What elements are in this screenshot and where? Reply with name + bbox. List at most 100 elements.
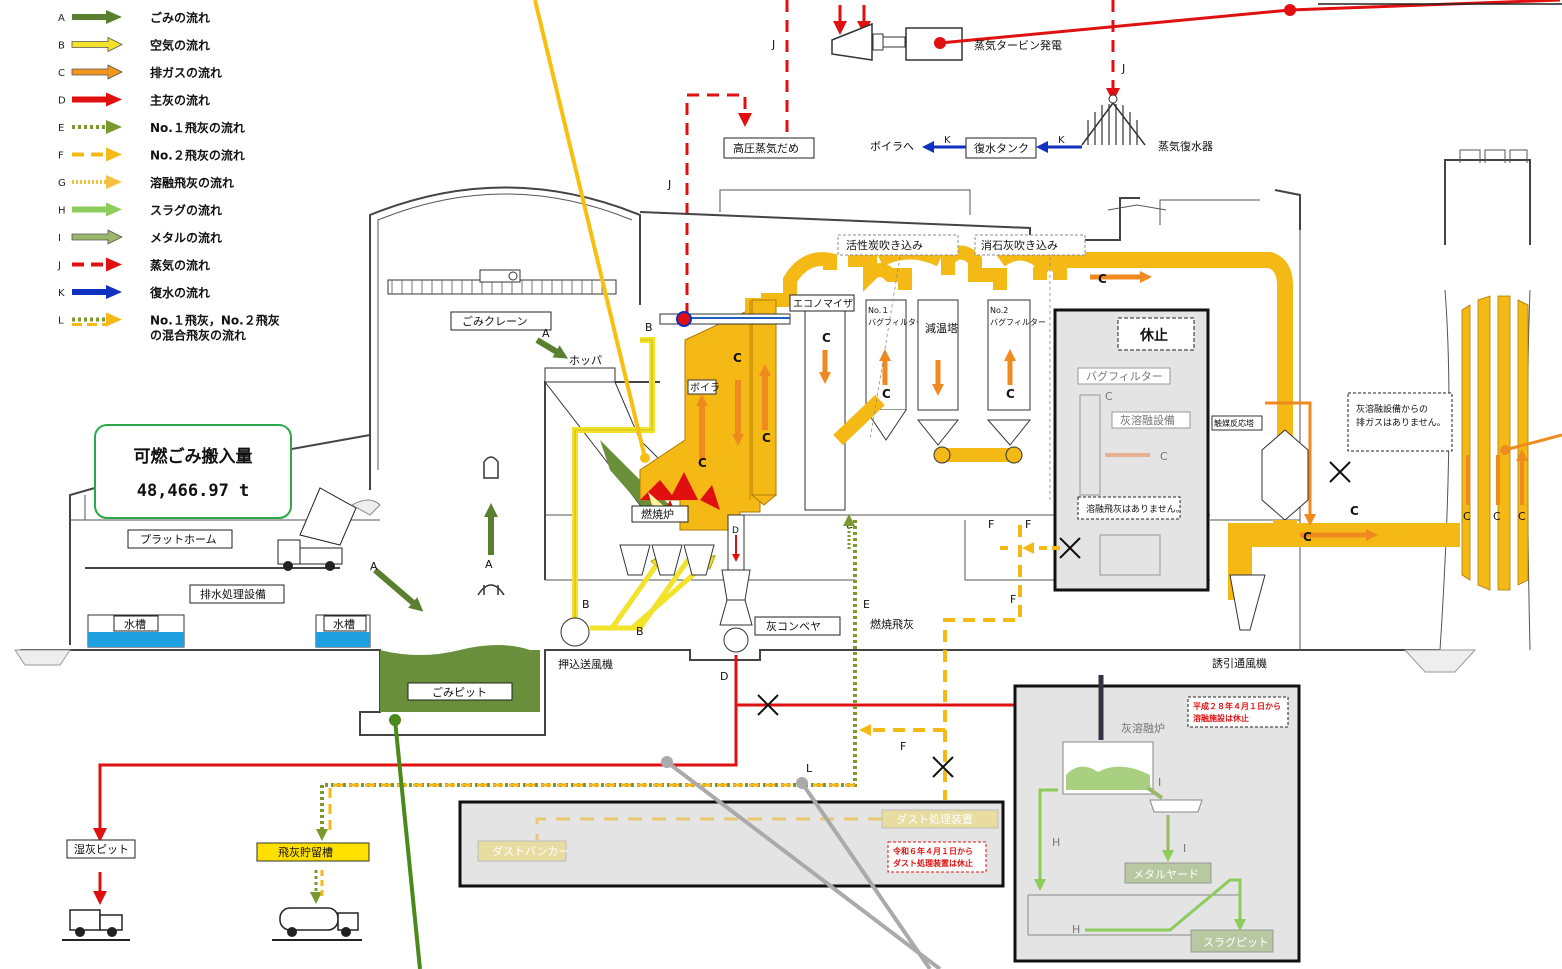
intake-callout: 可燃ごみ搬入量 48,466.97 t bbox=[94, 424, 292, 519]
dust-bunker-label: ダストバンカー bbox=[492, 844, 570, 858]
fly-tank-label: 飛灰貯留槽 bbox=[278, 845, 333, 859]
crane-area: ごみクレーン A A ごみピット bbox=[370, 269, 617, 712]
furnace-boiler: ホッパ A ボイラ 燃焼炉 C C C D bbox=[535, 252, 837, 653]
melting-furnace: 平成２８年４月１日から溶融施設は休止 灰溶融炉 H I I メタルヤード H ス… bbox=[1013, 675, 1301, 963]
flow-K-label-2: K bbox=[944, 135, 951, 146]
legend-item-e: E No.１飛灰の流れ bbox=[58, 120, 245, 135]
legend-key: J bbox=[57, 261, 61, 272]
legend-label: メタルの流れ bbox=[150, 230, 222, 245]
drain-label: 排水処理設備 bbox=[200, 587, 266, 601]
lime-label: 消石灰吹き込み bbox=[981, 238, 1058, 252]
burn-fly-label: 燃焼飛灰 bbox=[870, 617, 914, 631]
intake-value: 48,466.97 t bbox=[137, 481, 250, 501]
crane-label: ごみクレーン bbox=[462, 314, 527, 328]
flow-K-label: K bbox=[1058, 135, 1065, 146]
legend-item-j: J 蒸気の流れ bbox=[57, 257, 210, 273]
legend-label: 蒸気の流れ bbox=[150, 258, 210, 273]
flow-L-label: L bbox=[806, 762, 813, 775]
legend-key: K bbox=[58, 288, 65, 299]
metal-yard-label: メタルヤード bbox=[1133, 868, 1199, 881]
dump-truck-icon bbox=[277, 487, 381, 571]
flow-D-label-1: D bbox=[720, 670, 728, 683]
boiler-label: ボイラ bbox=[690, 382, 720, 394]
legend-swatch bbox=[72, 10, 122, 24]
wet-ash-label: 湿灰ピット bbox=[74, 842, 129, 856]
legend-key: B bbox=[58, 41, 65, 52]
legend-item-c: C 排ガスの流れ bbox=[58, 64, 222, 80]
flow-C-label-2: C bbox=[733, 351, 742, 365]
to-boiler-label: ボイラへ bbox=[870, 140, 914, 153]
suspended-label: 休止 bbox=[1139, 327, 1168, 344]
legend-label: No.２飛灰の流れ bbox=[150, 148, 245, 163]
legend-label: No.１飛灰の流れ bbox=[150, 120, 245, 135]
legend-label: スラグの流れ bbox=[150, 203, 222, 218]
melt-furnace-label: 灰溶融炉 bbox=[1121, 721, 1165, 735]
legend-label: 主灰の流れ bbox=[150, 93, 210, 108]
intake-title: 可燃ごみ搬入量 bbox=[134, 446, 253, 467]
legend-swatch bbox=[72, 257, 122, 272]
generator-icon bbox=[905, 27, 963, 61]
flow-C-label-melt-2: C bbox=[1160, 450, 1168, 463]
legend-key: L bbox=[58, 316, 64, 327]
flow-J-label-2: J bbox=[1121, 62, 1125, 75]
melt-equip-label: 灰溶融設備 bbox=[1120, 413, 1175, 427]
induced-fan-label: 誘引通風機 bbox=[1212, 656, 1267, 670]
economizer-label: エコノマイザ bbox=[793, 298, 853, 310]
legend-key: E bbox=[58, 123, 64, 134]
legend-label: 空気の流れ bbox=[150, 38, 210, 53]
chimney: C C C bbox=[1461, 295, 1562, 591]
flow-C-label-melt-1: C bbox=[1105, 390, 1113, 403]
no-gas-note: 灰溶融設備からの排ガスはありません。 bbox=[1356, 403, 1446, 429]
flow-B-label-2: B bbox=[582, 598, 590, 611]
bag1-label: No.１バグフィルター bbox=[868, 306, 924, 327]
flow-F-label-2: F bbox=[1025, 518, 1031, 531]
grab-bucket-open-icon bbox=[477, 584, 505, 596]
dust-processing: ダスト処理装置 ダストバンカー 令和６年４月１日からダスト処理装置は休止 bbox=[458, 800, 1005, 888]
flow-E-label-2: E bbox=[863, 598, 870, 611]
ash-flows: 灰コンベヤ D D L F bbox=[93, 514, 1082, 842]
flow-H-label-2: H bbox=[1072, 923, 1080, 936]
legend-swatch bbox=[72, 202, 122, 217]
suspended-equipment: 休止 バグフィルター 灰溶融設備 C C 溶融飛灰はありません。 bbox=[1053, 308, 1210, 592]
legend-key: C bbox=[58, 68, 65, 79]
induced-draft: C C 灰溶融設備からの排ガスはありません。 誘引通風機 bbox=[1212, 392, 1460, 670]
dust-proc-label: ダスト処理装置 bbox=[896, 812, 973, 826]
pointer-lines bbox=[389, 0, 942, 969]
flow-F-label-3: F bbox=[1010, 593, 1016, 606]
legend-swatch bbox=[72, 92, 122, 107]
legend-label: 溶融飛灰の流れ bbox=[150, 175, 234, 190]
flow-F-label-4: F bbox=[900, 740, 906, 753]
flow-C-label-chim-3: C bbox=[1518, 510, 1526, 523]
hopper-label: ホッパ bbox=[569, 354, 602, 367]
flow-A-label-hopper: A bbox=[542, 327, 550, 340]
truck-icon bbox=[62, 909, 130, 941]
legend-item-b: B 空気の流れ bbox=[58, 36, 210, 53]
push-fan-label: 押込送風機 bbox=[558, 657, 613, 671]
grab-bucket-icon bbox=[483, 456, 499, 479]
catalyst-label: 触媒反応塔 bbox=[1214, 418, 1254, 428]
legend-label: 復水の流れ bbox=[149, 285, 210, 300]
flow-B-label-1: B bbox=[645, 321, 653, 334]
flow-D-label-drop: D bbox=[732, 526, 739, 536]
flow-I-label-1: I bbox=[1158, 776, 1161, 789]
legend-swatch bbox=[71, 229, 123, 245]
flow-F-label-1: F bbox=[988, 518, 994, 531]
condenser-label: 蒸気復水器 bbox=[1158, 139, 1213, 153]
legend-label: 排ガスの流れ bbox=[150, 65, 222, 80]
legend-swatch bbox=[72, 285, 122, 299]
slag-pit-label: スラグピット bbox=[1203, 935, 1269, 949]
flow-C-label-duct: C bbox=[1098, 272, 1107, 286]
condensate-tank-label: 復水タンク bbox=[974, 142, 1029, 155]
legend-key: D bbox=[58, 96, 66, 107]
tank2-label: 水槽 bbox=[333, 618, 355, 631]
turbine-label: 蒸気タービン発電 bbox=[974, 38, 1062, 52]
platform-label: プラットホーム bbox=[140, 533, 217, 546]
hp-steam-box bbox=[723, 137, 815, 159]
flow-C-label-vertical: C bbox=[1350, 504, 1359, 518]
dust-note: 令和６年４月１日からダスト処理装置は休止 bbox=[892, 846, 973, 868]
